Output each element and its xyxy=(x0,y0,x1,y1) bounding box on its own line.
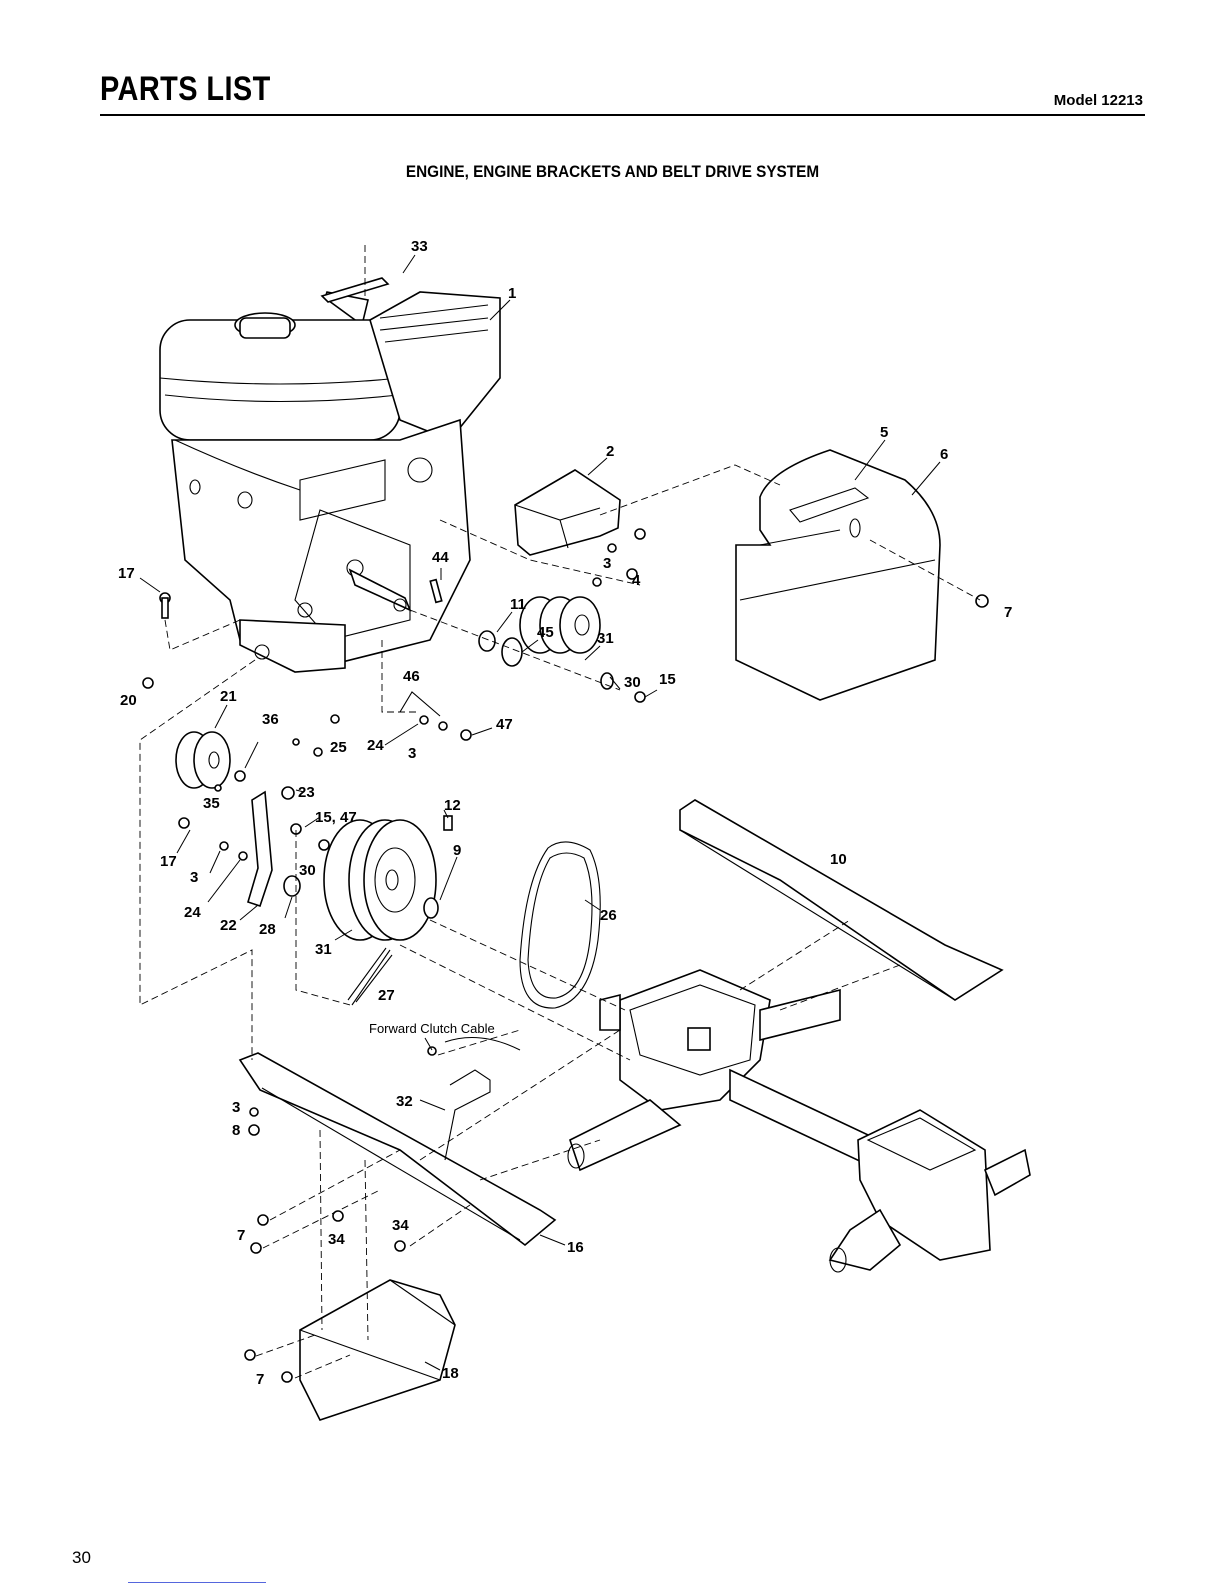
callout-34-left: 34 xyxy=(328,1231,345,1248)
callout-28: 28 xyxy=(259,921,276,938)
shield-18 xyxy=(300,1280,455,1420)
callout-44: 44 xyxy=(432,549,449,566)
callout-17-mid: 17 xyxy=(160,853,177,870)
clutch-bracket-32 xyxy=(445,1070,490,1160)
callout-35: 35 xyxy=(203,795,220,812)
callout-5: 5 xyxy=(880,424,888,441)
callout-17-top: 17 xyxy=(118,565,135,582)
page-number: 30 xyxy=(72,1548,91,1568)
callout-3-left: 3 xyxy=(190,869,198,886)
callout-26: 26 xyxy=(600,907,617,924)
forward-clutch-cable-label: Forward Clutch Cable xyxy=(369,1021,495,1036)
callout-1: 1 xyxy=(508,285,516,302)
callout-3-bottom: 3 xyxy=(232,1099,240,1116)
callout-3-mid: 3 xyxy=(408,745,416,762)
callout-6: 6 xyxy=(940,446,948,463)
belt-cover-6 xyxy=(736,450,940,700)
callout-18: 18 xyxy=(442,1365,459,1382)
callout-31-top: 31 xyxy=(597,630,614,647)
callout-21: 21 xyxy=(220,688,237,705)
callout-36: 36 xyxy=(262,711,279,728)
belt-guard-2 xyxy=(515,470,620,555)
callout-3-top: 3 xyxy=(603,555,611,572)
callout-15-47: 15, 47 xyxy=(315,809,357,826)
idler-pulley-21 xyxy=(176,732,230,788)
idler-arm-22 xyxy=(248,792,272,906)
callout-31-bottom: 31 xyxy=(315,941,332,958)
callout-45: 45 xyxy=(537,624,554,641)
callout-8: 8 xyxy=(232,1122,240,1139)
callout-46: 46 xyxy=(403,668,420,685)
callout-12: 12 xyxy=(444,797,461,814)
callout-34-right: 34 xyxy=(392,1217,409,1234)
callout-7-mid: 7 xyxy=(237,1227,245,1244)
pulley-31-bottom xyxy=(324,820,436,940)
callout-24-top: 24 xyxy=(367,737,384,754)
callout-20: 20 xyxy=(120,692,137,709)
engine-drawing xyxy=(160,292,500,672)
callout-15-top: 15 xyxy=(659,671,676,688)
callout-2: 2 xyxy=(606,443,614,460)
callout-16: 16 xyxy=(567,1239,584,1256)
callout-23: 23 xyxy=(298,784,315,801)
callout-7-bottom: 7 xyxy=(256,1371,264,1388)
callout-27: 27 xyxy=(378,987,395,1004)
callout-7-right: 7 xyxy=(1004,604,1012,621)
callout-22: 22 xyxy=(220,917,237,934)
callout-4: 4 xyxy=(632,572,641,589)
bracket-10 xyxy=(680,800,1002,1000)
callout-10: 10 xyxy=(830,851,847,868)
washer-9 xyxy=(424,898,438,918)
callout-30-mid: 30 xyxy=(299,862,316,879)
spacer-28 xyxy=(284,876,300,896)
callout-9: 9 xyxy=(453,842,461,859)
rod-46 xyxy=(400,692,440,716)
transmission-assembly xyxy=(568,970,1030,1272)
callout-24-left: 24 xyxy=(184,904,201,921)
callout-33: 33 xyxy=(411,238,428,255)
callout-30-top: 30 xyxy=(624,674,641,691)
callout-32: 32 xyxy=(396,1093,413,1110)
bottom-link-underline[interactable] xyxy=(128,1582,266,1583)
callout-25: 25 xyxy=(330,739,347,756)
callout-47: 47 xyxy=(496,716,513,733)
callout-11: 11 xyxy=(510,596,526,613)
